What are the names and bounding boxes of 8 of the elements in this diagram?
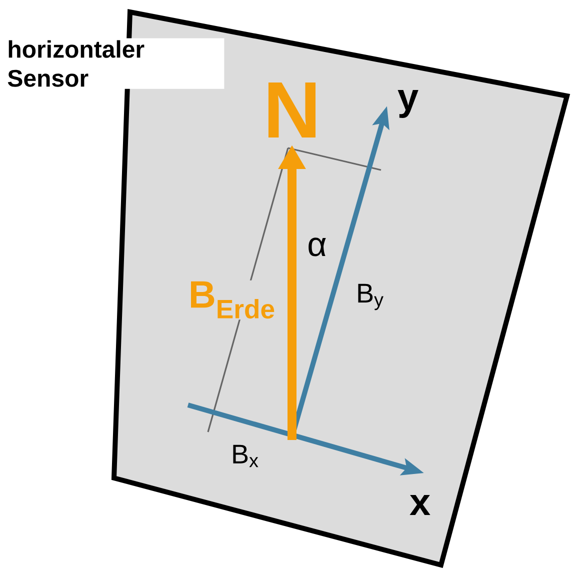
vector-label: B$_{y}$ [358, 284, 384, 310]
angle-label: α [308, 238, 326, 256]
axis-label: y [398, 90, 418, 118]
sensor-label: horizontaler Sensor [5, 38, 224, 89]
north-label: N [268, 82, 316, 138]
vector-label: B$_{Erde}$ [187, 280, 277, 320]
vector-label: B$_{x}$ [233, 444, 258, 468]
axis-label: x [410, 494, 430, 516]
